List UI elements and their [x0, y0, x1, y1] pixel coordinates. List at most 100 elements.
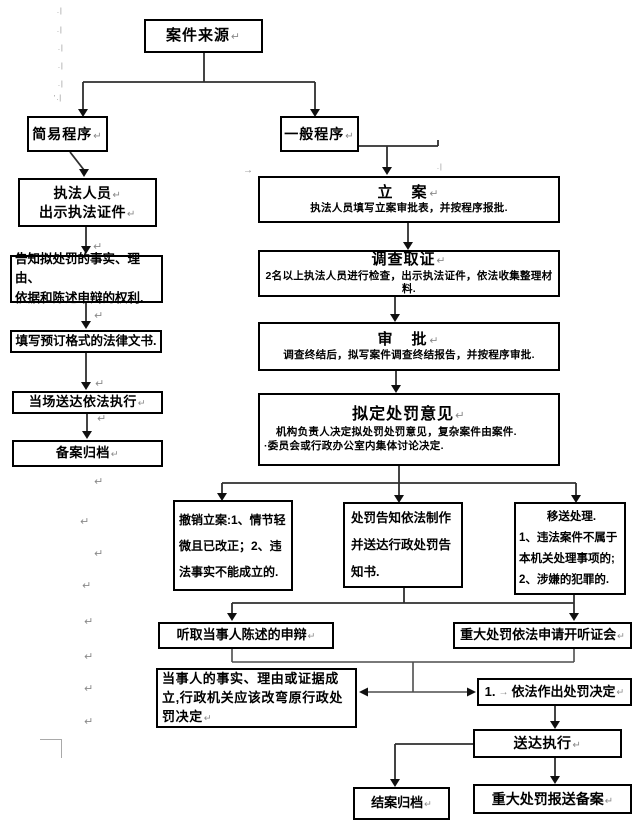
- case-closing-label: 结案归档: [371, 795, 424, 811]
- flow-box-hearing-request: 重大处罚依法申请开听证会↵: [453, 622, 632, 649]
- revoke-case-line2: 微且已改正；2、违: [179, 538, 282, 553]
- pilcrow-mark: ↵: [84, 651, 94, 663]
- flow-box-delivery-execution: 送达执行↵: [473, 729, 622, 758]
- transfer-case-line1: 移送处理.: [546, 510, 597, 523]
- pilcrow-mark: ↵: [604, 795, 614, 807]
- flow-box-hear-defense: 听取当事人陈述的申辩↵: [158, 622, 334, 649]
- inform-rights-line1: 告知拟处罚的事实、理由、: [15, 251, 141, 286]
- hear-defense-label: 听取当事人陈述的申辩: [176, 627, 307, 643]
- pilcrow-mark: ↵: [82, 580, 92, 592]
- flow-box-onsite-delivery: 当场送达依法执行↵: [12, 391, 163, 414]
- hearing-request-label: 重大处罚依法申请开听证会: [460, 627, 617, 643]
- flow-box-case-filing: 立 案↵ 执法人员填写立案审批表，并按程序报批.: [258, 176, 560, 223]
- pilcrow-mark: ↵: [617, 631, 625, 642]
- pilcrow-mark: ↵: [95, 378, 105, 390]
- investigation-title: 调查取证↵: [371, 250, 446, 270]
- make-decision-label: 依法作出处罚决定: [511, 683, 616, 699]
- hearing-request-text: 重大处罚依法申请开听证会↵: [460, 627, 625, 644]
- law-officer-label1: 执法人员: [53, 185, 112, 202]
- approval-title: 审 批↵: [377, 330, 440, 350]
- pilcrow-mark: ↵: [80, 516, 90, 528]
- transfer-case-line4: 2、涉嫌的犯罪的.: [519, 573, 610, 586]
- approval-sub: 调查终结后，拟写案件调查终结报告，并按程序审批.: [283, 349, 535, 362]
- inform-rights-line2: 依据和陈述申辩的权利.: [15, 290, 144, 305]
- transfer-case-line2: 1、违法案件不属于: [519, 531, 618, 544]
- delivery-execution-label: 送达执行: [513, 735, 572, 752]
- investigation-title-label: 调查取证: [371, 251, 436, 269]
- case-filing-title: 立 案↵: [377, 183, 440, 203]
- tab-arrow-mark: →: [243, 165, 253, 176]
- flow-box-record-filing: 备案归档↵: [12, 440, 163, 467]
- hear-defense-text: 听取当事人陈述的申辩↵: [177, 627, 316, 644]
- revoke-case-line1: 撤销立案:1、情节轻: [179, 512, 286, 527]
- case-filing-sub: 执法人员填写立案审批表，并按程序报批.: [310, 202, 508, 215]
- flow-box-case-closing: 结案归档↵: [353, 787, 450, 820]
- law-officer-line1: 执法人员↵: [54, 184, 122, 202]
- pilcrow-mark: ↵: [112, 190, 122, 202]
- format-dot-mark: .|: [58, 45, 64, 52]
- pilcrow-mark: ↵: [110, 449, 120, 460]
- revoke-case-line3: 法事实不能成立的.: [179, 564, 279, 579]
- pilcrow-mark: ↵: [94, 476, 104, 488]
- draft-penalty-title-label: 拟定处罚意见: [352, 406, 455, 424]
- stray-corner-bracket: [40, 739, 62, 758]
- flow-box-party-facts: 当事人的事实、理由或证据成 立,行政机关应该改弯原行政处 罚决定↵: [156, 668, 357, 728]
- transfer-case-line3: 本机关处理事项的;: [519, 552, 615, 565]
- case-filing-title-label: 立 案: [377, 183, 429, 201]
- case-source-text: 案件来源↵: [166, 26, 241, 46]
- pilcrow-mark: ↵: [230, 31, 242, 44]
- pilcrow-mark: ↵: [84, 616, 94, 628]
- pilcrow-mark: ↵: [94, 310, 104, 322]
- party-facts-line1: 当事人的事实、理由或证据成: [162, 670, 339, 686]
- connector-segments: [69, 53, 577, 780]
- pilcrow-mark: ↵: [307, 631, 316, 642]
- penalty-notice-line1: 处罚告知依法制作: [351, 510, 452, 525]
- pilcrow-mark: ↵: [127, 208, 136, 220]
- approval-title-label: 审 批: [377, 330, 429, 348]
- pilcrow-mark: ↵: [436, 255, 447, 268]
- onsite-delivery-label: 当场送达依法执行: [28, 394, 137, 410]
- simple-procedure-label: 简易程序: [32, 125, 93, 142]
- flow-box-simple-procedure: 简易程序↵: [27, 116, 108, 152]
- flow-box-approval: 审 批↵ 调查终结后，拟写案件调查终结报告，并按程序审批.: [258, 322, 560, 371]
- draft-penalty-sub1: 机构负责人决定拟处罚处罚意见，复杂案件由案件.: [276, 426, 517, 439]
- pilcrow-mark: ↵: [84, 683, 94, 695]
- pilcrow-mark: ↵: [137, 398, 147, 409]
- format-dot-mark: .|: [58, 63, 64, 70]
- record-filing-label: 备案归档: [55, 445, 110, 461]
- case-source-label: 案件来源: [165, 27, 230, 45]
- law-officer-line2: 出示执法证件↵: [39, 203, 136, 221]
- format-dot-mark: .|: [57, 27, 63, 34]
- gray-rail-segments: [231, 649, 575, 693]
- draft-penalty-title: 拟定处罚意见↵: [352, 405, 466, 426]
- major-penalty-report-text: 重大处罚报送备案↵: [492, 790, 613, 808]
- onsite-delivery-text: 当场送达依法执行↵: [29, 394, 146, 411]
- pilcrow-mark: ↵: [424, 799, 432, 810]
- pilcrow-mark: ↵: [93, 241, 103, 253]
- flow-box-revoke-case: 撤销立案:1、情节轻 微且已改正；2、违 法事实不能成立的.: [173, 500, 293, 591]
- pilcrow-mark: ↵: [93, 130, 103, 142]
- pilcrow-mark: ↵: [616, 686, 625, 697]
- make-decision-number: 1.: [484, 683, 496, 699]
- major-penalty-report-label: 重大处罚报送备案: [491, 790, 604, 807]
- pilcrow-mark: ↵: [455, 410, 466, 423]
- format-tick-mark: '.|: [54, 95, 63, 102]
- party-facts-line3: 罚决定↵: [162, 707, 212, 728]
- penalty-notice-line2: 并送达行政处罚告: [351, 537, 452, 552]
- record-filing-text: 备案归档↵: [56, 445, 119, 462]
- flow-box-transfer-case: 移送处理. 1、违法案件不属于 本机关处理事项的; 2、涉嫌的犯罪的.: [514, 502, 626, 595]
- format-dot-mark: .|: [58, 81, 64, 88]
- delivery-execution-text: 送达执行↵: [514, 734, 582, 752]
- flow-box-draft-penalty: 拟定处罚意见↵ 机构负责人决定拟处罚处罚意见，复杂案件由案件. ·委员会或行政办…: [258, 393, 560, 466]
- tab-arrow-mark: →: [498, 686, 509, 698]
- arrowheads: [78, 109, 581, 787]
- pilcrow-mark: ↵: [429, 334, 441, 347]
- flow-box-general-procedure: 一般程序↵: [280, 116, 359, 152]
- pilcrow-mark: ↵: [203, 712, 213, 723]
- general-procedure-label: 一般程序: [284, 125, 345, 142]
- flow-box-make-decision: 1.→依法作出处罚决定↵: [477, 678, 632, 706]
- format-dot-mark: .|: [437, 164, 443, 171]
- party-facts-line2: 立,行政机关应该改弯原行政处: [162, 689, 344, 705]
- flow-box-law-officer: 执法人员↵ 出示执法证件↵: [18, 178, 157, 227]
